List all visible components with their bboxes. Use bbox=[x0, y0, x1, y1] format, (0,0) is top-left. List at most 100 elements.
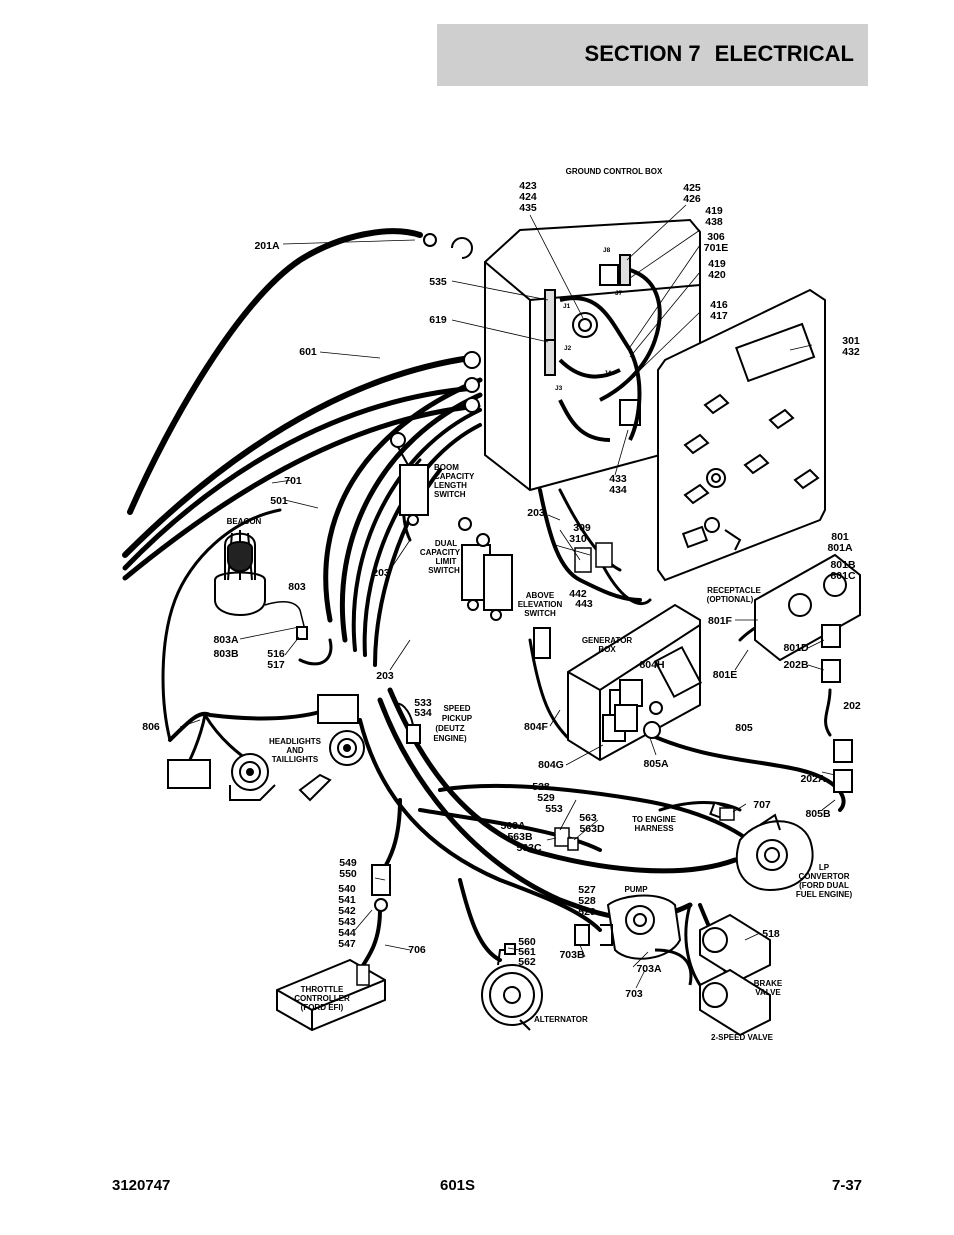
svg-text:306: 306 bbox=[707, 231, 725, 243]
svg-text:309: 309 bbox=[573, 522, 591, 534]
svg-text:HARNESS: HARNESS bbox=[634, 824, 674, 833]
svg-text:563: 563 bbox=[579, 812, 597, 824]
callout-801b: 801B 801C bbox=[830, 559, 856, 582]
callout-706: 706 bbox=[408, 944, 426, 956]
callout-703: 703 bbox=[625, 988, 643, 1000]
svg-text:553: 553 bbox=[545, 803, 563, 815]
headlights-and-taillights bbox=[167, 694, 365, 802]
svg-text:543: 543 bbox=[338, 916, 356, 928]
svg-text:(FORD EFI): (FORD EFI) bbox=[301, 1003, 344, 1012]
boom-capacity-switch bbox=[390, 432, 429, 526]
svg-text:563C: 563C bbox=[516, 842, 542, 854]
svg-text:BRAKE: BRAKE bbox=[754, 979, 783, 988]
svg-text:310: 310 bbox=[569, 533, 587, 545]
caption-dual-switch: DUAL CAPACITY LIMIT SWITCH bbox=[420, 539, 461, 575]
caption-lp-convertor: LP CONVERTOR (FORD DUAL FUEL ENGINE) bbox=[796, 863, 853, 899]
svg-text:529: 529 bbox=[537, 792, 555, 804]
callout-518: 518 bbox=[762, 928, 780, 940]
callout-805: 805 bbox=[735, 722, 753, 734]
svg-text:443: 443 bbox=[575, 598, 593, 610]
callout-501: 501 bbox=[270, 495, 288, 507]
svg-text:549: 549 bbox=[339, 857, 357, 869]
part-callouts: 423 424 435 425 426 419 438 306 701E 419… bbox=[142, 180, 861, 1000]
callout-563a: 563A 563B 563C bbox=[500, 820, 542, 854]
callout-416: 416 417 bbox=[710, 299, 728, 322]
svg-text:BOX: BOX bbox=[598, 645, 616, 654]
callout-540-547: 540 541 542 543 544 547 bbox=[338, 883, 356, 950]
svg-text:ELEVATION: ELEVATION bbox=[518, 600, 563, 609]
callout-306: 306 701E bbox=[704, 231, 729, 254]
callout-309: 309 310 bbox=[569, 522, 591, 545]
svg-text:SPEED: SPEED bbox=[443, 704, 470, 713]
svg-text:LP: LP bbox=[819, 863, 830, 872]
caption-receptacle: RECEPTACLE (OPTIONAL) bbox=[707, 586, 762, 604]
svg-text:426: 426 bbox=[683, 193, 701, 205]
section-number: SECTION 7 bbox=[584, 41, 701, 66]
callout-806: 806 bbox=[142, 721, 160, 733]
callout-203-top: 203 bbox=[527, 507, 545, 519]
svg-text:419: 419 bbox=[708, 258, 726, 270]
callout-804h: 804H bbox=[639, 659, 664, 671]
svg-text:TAILLIGHTS: TAILLIGHTS bbox=[272, 755, 319, 764]
callout-533: 533 534 bbox=[414, 697, 432, 719]
svg-text:433: 433 bbox=[609, 473, 627, 485]
callout-419-438: 419 438 bbox=[705, 205, 723, 228]
svg-text:LENGTH: LENGTH bbox=[434, 481, 467, 490]
callout-804f: 804F bbox=[524, 721, 549, 733]
caption-throttle-controller: THROTTLE CONTROLLER (FORD EFI) bbox=[294, 985, 350, 1012]
leader-lines bbox=[179, 204, 836, 989]
svg-text:563A: 563A bbox=[500, 820, 526, 832]
callout-535: 535 bbox=[429, 276, 447, 288]
inline-connectors bbox=[356, 542, 735, 986]
ground-control-box bbox=[423, 218, 701, 492]
svg-text:533: 533 bbox=[414, 697, 432, 709]
svg-text:GENERATOR: GENERATOR bbox=[582, 636, 633, 645]
svg-text:561: 561 bbox=[518, 946, 536, 958]
svg-text:PICKUP: PICKUP bbox=[442, 714, 473, 723]
callout-701: 701 bbox=[284, 475, 302, 487]
callout-201a: 201A bbox=[254, 240, 280, 252]
svg-text:LIMIT: LIMIT bbox=[436, 557, 457, 566]
callout-549: 549 550 bbox=[339, 857, 357, 880]
footer-page-number: 7-37 bbox=[832, 1177, 863, 1194]
svg-text:SWITCH: SWITCH bbox=[524, 609, 556, 618]
lp-convertor bbox=[709, 801, 814, 892]
dual-capacity-switch bbox=[458, 517, 513, 621]
svg-text:803A: 803A bbox=[213, 634, 239, 646]
callout-425: 425 426 bbox=[683, 182, 701, 205]
svg-text:547: 547 bbox=[338, 938, 356, 950]
connector-j8: J8 bbox=[603, 247, 611, 254]
svg-text:THROTTLE: THROTTLE bbox=[301, 985, 344, 994]
svg-text:542: 542 bbox=[338, 905, 356, 917]
svg-text:417: 417 bbox=[710, 310, 728, 322]
svg-text:432: 432 bbox=[842, 346, 860, 358]
callout-805a: 805A bbox=[643, 758, 669, 770]
ground-control-box-internal-wires bbox=[558, 268, 662, 442]
callout-560: 560 561 562 bbox=[518, 936, 536, 968]
two-speed-valve bbox=[699, 968, 771, 1037]
callout-803a: 803A 803B bbox=[213, 634, 239, 660]
caption-to-engine-harness: TO ENGINE HARNESS bbox=[632, 815, 677, 833]
caption-speed-pickup: SPEED PICKUP (DEUTZ ENGINE) bbox=[433, 704, 472, 743]
callout-527: 527 528 529 bbox=[578, 884, 596, 918]
callout-805b: 805B bbox=[805, 808, 831, 820]
svg-text:(OPTIONAL): (OPTIONAL) bbox=[707, 595, 754, 604]
svg-text:560: 560 bbox=[518, 936, 536, 948]
svg-text:701E: 701E bbox=[704, 242, 729, 254]
callout-703a: 703A bbox=[636, 963, 662, 975]
callout-203-low: 203 bbox=[376, 670, 394, 682]
alternator bbox=[481, 943, 543, 1031]
control-panel bbox=[657, 288, 826, 582]
caption-ground-control-box: GROUND CONTROL BOX bbox=[566, 167, 663, 176]
svg-text:516: 516 bbox=[267, 648, 285, 660]
svg-text:435: 435 bbox=[519, 202, 537, 214]
svg-text:438: 438 bbox=[705, 216, 723, 228]
svg-text:528: 528 bbox=[532, 781, 550, 793]
caption-headlights: HEADLIGHTS AND TAILLIGHTS bbox=[269, 737, 322, 764]
caption-boom-switch: BOOM CAPACITY LENGTH SWITCH bbox=[434, 463, 475, 499]
svg-text:424: 424 bbox=[519, 191, 537, 203]
svg-text:DUAL: DUAL bbox=[435, 539, 457, 548]
component-captions: GROUND CONTROL BOX BEACON BOOM CAPACITY … bbox=[227, 167, 853, 1042]
callout-202b: 202B bbox=[783, 659, 809, 671]
svg-text:562: 562 bbox=[518, 956, 536, 968]
